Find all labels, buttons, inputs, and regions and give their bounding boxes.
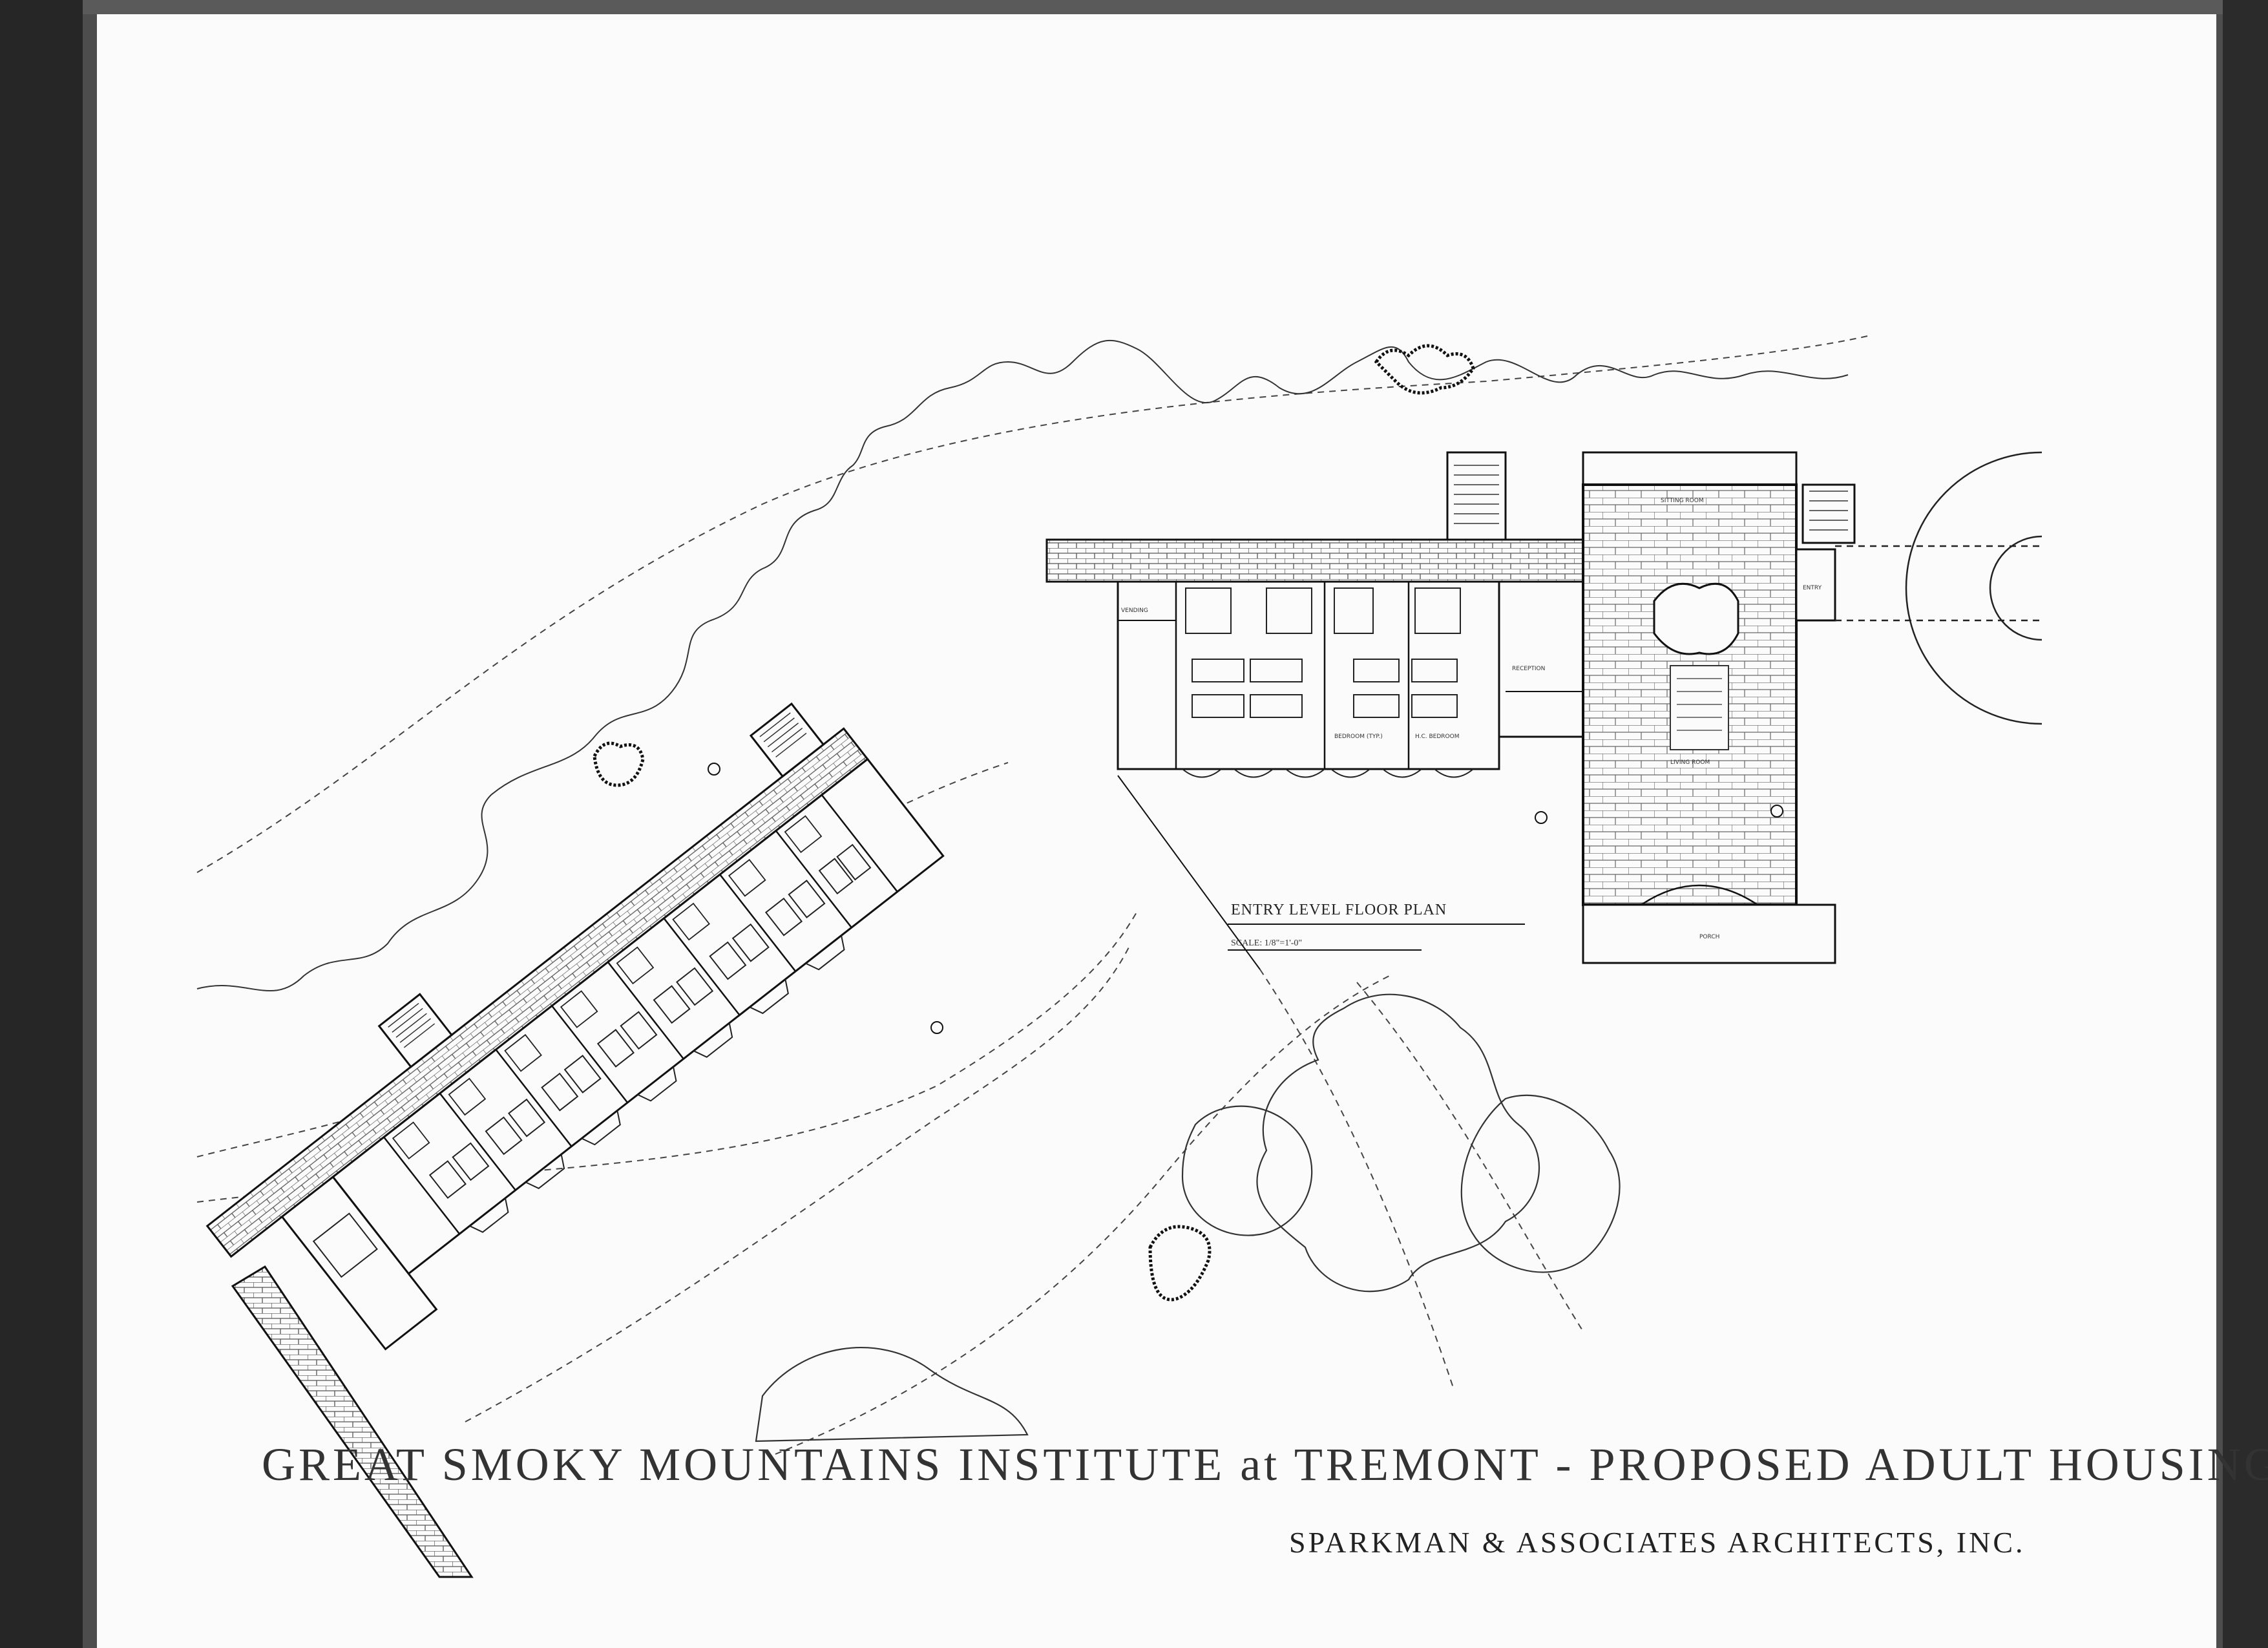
contour-lines <box>196 335 1868 1455</box>
porch <box>1582 903 1836 964</box>
turnaround-drive <box>1835 451 2042 725</box>
drawing-title: GREAT SMOKY MOUNTAINS INSTITUTE at TREMO… <box>262 1439 2268 1490</box>
room-label-vending: VENDING <box>1121 607 1148 614</box>
room-label-reception: RECEPTION <box>1512 666 1546 672</box>
scan-frame-top <box>0 0 2268 14</box>
room-label-entry: ENTRY <box>1803 585 1822 591</box>
room-label-sitting-room: SITTING ROOM <box>1661 498 1704 504</box>
drawing-sheet <box>97 14 2216 1648</box>
room-label-bedroom-typ: BEDROOM (TYP.) <box>1334 734 1383 740</box>
lower-walkway <box>231 1265 474 1578</box>
room-label-living-room: LIVING ROOM <box>1670 759 1710 766</box>
scan-frame-left <box>0 0 83 1648</box>
section-markers <box>708 763 1783 1034</box>
fireplace <box>1653 582 1739 655</box>
horizontal-wing <box>1045 451 1591 778</box>
tree-canopies <box>755 993 1621 1442</box>
architect-firm: SPARKMAN & ASSOCIATES ARCHITECTS, INC. <box>1289 1526 2026 1559</box>
horizontal-walkway <box>1045 538 1591 583</box>
scan-frame-right <box>2223 0 2268 1648</box>
tree-line <box>196 339 1849 991</box>
room-label-hc-bedroom: H.C. BEDROOM <box>1415 734 1460 740</box>
plan-label: ENTRY LEVEL FLOOR PLAN <box>1231 902 1447 918</box>
main-lodge <box>1582 451 1856 964</box>
shrub-clusters <box>593 344 1475 1302</box>
plan-label-leaders <box>1117 775 1525 970</box>
stair-tower <box>1446 451 1507 541</box>
plan-scale: SCALE: 1/8"=1'-0" <box>1231 938 1303 948</box>
diagonal-wing <box>205 702 945 1351</box>
room-label-porch: PORCH <box>1699 934 1720 940</box>
